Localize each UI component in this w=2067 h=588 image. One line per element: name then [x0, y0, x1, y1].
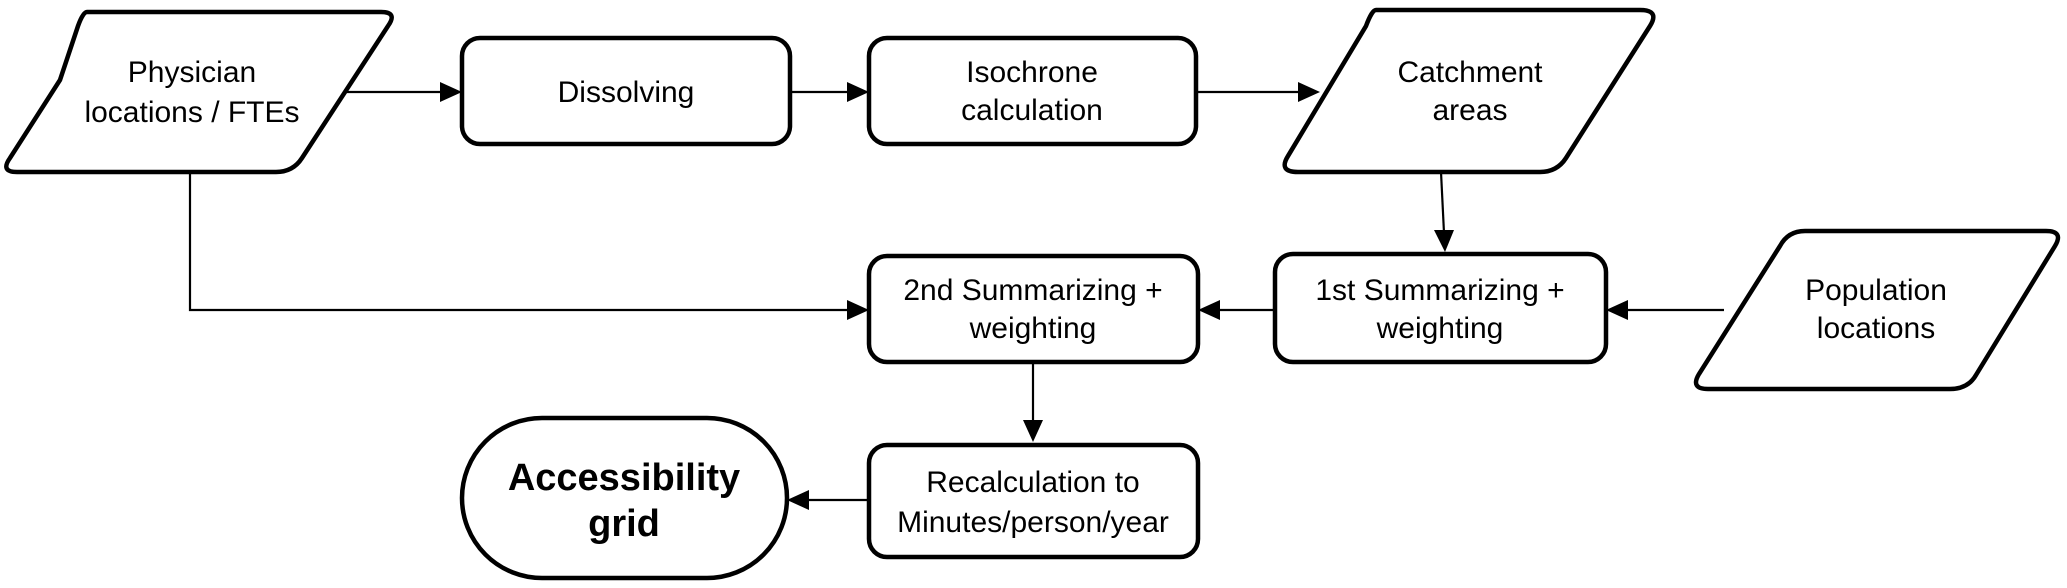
node-dissolving: Dissolving — [459, 35, 793, 147]
catchment-label-line1: Catchment — [1397, 56, 1543, 89]
accessibility-grid-label-line2: grid — [588, 503, 660, 545]
node-recalculation: Recalculation to Minutes/person/year — [866, 442, 1201, 560]
first-summarizing-label-line1: 1st Summarizing + — [1315, 274, 1564, 307]
recalculation-label-line1: Recalculation to — [926, 466, 1139, 499]
edge-first-to-second-summarizing — [1198, 300, 1275, 320]
accessibility-grid-label-line1: Accessibility — [508, 457, 740, 499]
first-summarizing-label-line2: weighting — [1376, 312, 1504, 345]
edge-catchment-to-first-summarizing — [1434, 171, 1454, 252]
edge-isochrone-to-catchment — [1196, 82, 1320, 102]
node-first-summarizing: 1st Summarizing + weighting — [1272, 251, 1609, 365]
edge-recalculation-to-accessibility-grid — [787, 490, 869, 510]
node-accessibility-grid: Accessibility grid — [459, 415, 790, 581]
edge-second-summarizing-to-recalculation — [1023, 362, 1043, 442]
physician-label-line2: locations / FTEs — [84, 96, 299, 129]
population-label-line1: Population — [1805, 274, 1947, 307]
node-physician-locations: Physician locations / FTEs — [4, 9, 394, 175]
second-summarizing-label-line2: weighting — [969, 312, 1097, 345]
catchment-label-line2: areas — [1432, 94, 1507, 127]
node-catchment-areas: Catchment areas — [1282, 7, 1656, 175]
node-second-summarizing: 2nd Summarizing + weighting — [866, 253, 1201, 365]
recalculation-label-line2: Minutes/person/year — [897, 506, 1169, 539]
second-summarizing-label-line1: 2nd Summarizing + — [903, 274, 1162, 307]
edges — [188, 82, 1724, 510]
edge-dissolving-to-isochrone — [790, 82, 869, 102]
edge-population-to-first-summarizing — [1606, 300, 1724, 320]
node-population-locations: Population locations — [1693, 228, 2061, 392]
isochrone-label-line2: calculation — [961, 94, 1103, 127]
edge-physician-to-second-summarizing — [188, 172, 869, 320]
physician-label-line1: Physician — [128, 56, 256, 89]
dissolving-label: Dissolving — [558, 76, 695, 109]
node-isochrone-calculation: Isochrone calculation — [866, 35, 1199, 147]
isochrone-label-line1: Isochrone — [966, 56, 1098, 89]
population-label-line2: locations — [1817, 312, 1935, 345]
edge-physician-to-dissolving — [338, 82, 462, 102]
